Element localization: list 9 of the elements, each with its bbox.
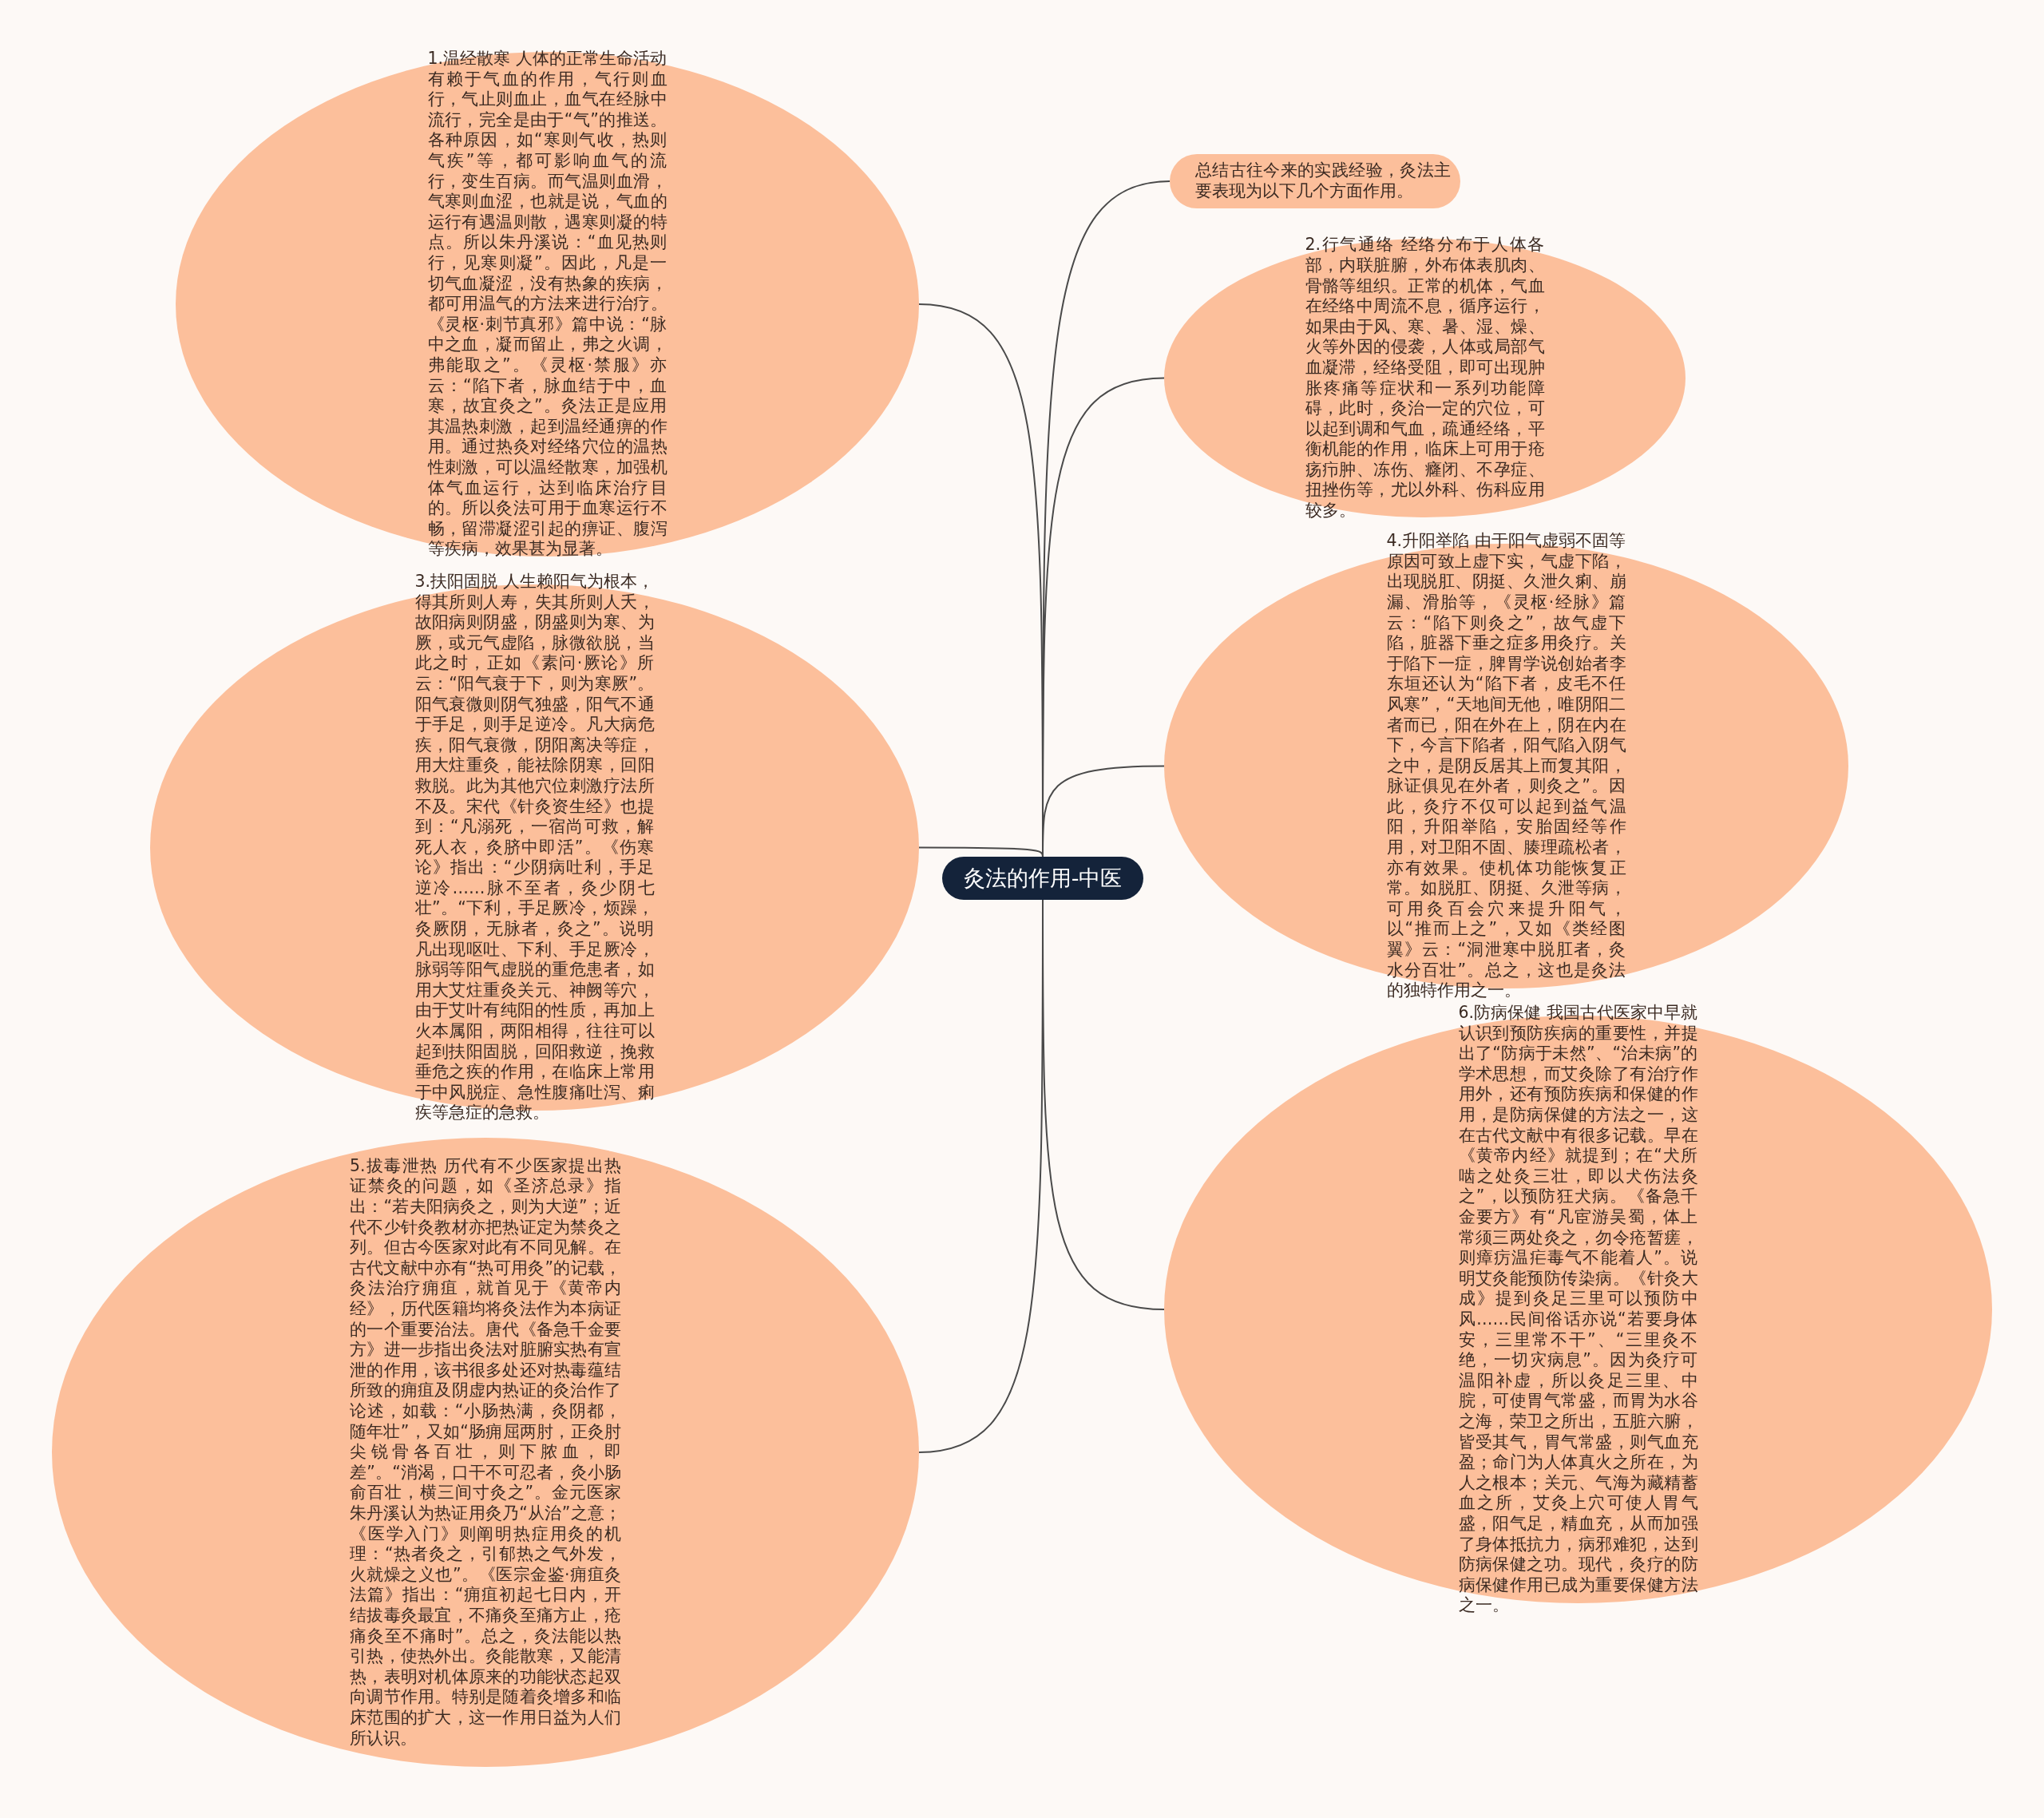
central-topic: 灸法的作用-中医 [942, 857, 1143, 900]
topic-text: 4.升阳举陷 由于阳气虚弱不固等原因可致上虚下实，气虚下陷，出现脱肛、阴挺、久泄久痢、崩漏、滑胎等，《灵枢·经脉》篇云：“陷下则灸之”，故气虚下陷，脏器下垂之症多用灸疗。关于陷下一症，脾胃学说创始者李东垣还认为“陷下者，皮毛不任风寒”，“天地间无他，唯阴阳二者而已，阳在外在上，阴在内在下，今言下陷者，阳气陷入阴气之中，是阴反居其上而复其阳，脉证俱见在外者，则灸之”。因此，灸疗不仅可以起到益气温阳，升阳举陷，安胎固经等作用，对卫阳不固、腠理疏松者，亦有效果。使机体功能恢复正常。如脱肛、阴挺、久泄等病，可用灸百会穴来提升阳气，以“推而上之”，又如《类经图翼》云：“洞泄寒中脱肛者，灸水分百壮”。总之，这也是灸法的独特作用之一。 [1386, 531, 1626, 1001]
topic-text: 3.扶阳固脱 人生赖阳气为根本，得其所则人寿，失其所则人夭，故阳病则阴盛，阴盛则为寒、为厥，或元气虚陷，脉微欲脱，当此之时，正如《素问·厥论》所云：“阳气衰于下，则为寒厥”。阳气衰微则阴气独盛，阳气不通于手足，则手足逆冷。凡大病危疾，阳气衰微，阴阳离决等症，用大炷重灸，能祛除阴寒，回阳救脱。此为其他穴位刺激疗法所不及。宋代《针灸资生经》也提到：“凡溺死，一宿尚可救，解死人衣，灸脐中即活”。《伤寒论》指出：“少阴病吐利，手足逆冷……脉不至者，灸少阴七壮”。“下利，手足厥冷，烦躁，灸厥阴，无脉者，灸之”。说明凡出现呕吐、下利、手足厥冷，脉弱等阳气虚脱的重危患者，如用大艾炷重灸关元、神阙等穴，由于艾叶有纯阳的性质，再加上火本属阳，两阳相得，往往可以起到扶阳固脱，回阳救逆，挽救垂危之疾的作用，在临床上常用于中风脱症、急性腹痛吐泻、痢疾等急症的急救。 [414, 572, 655, 1123]
topic-text: 1.温经散寒 人体的正常生命活动有赖于气血的作用，气行则血行，气止则血止，血气在经脉中流行，完全是由于“气”的推送。各种原因，如“寒则气收，热则气疾”等，都可影响血气的流行，变生百病。而气温则血滑，气寒则血涩，也就是说，气血的运行有遇温则散，遇寒则凝的特点。所以朱丹溪说：“血见热则行，见寒则凝”。因此，凡是一切气血凝涩，没有热象的疾病，都可用温气的方法来进行治疗。《灵枢·刺节真邪》篇中说：“脉中之血，凝而留止，弗之火调，弗能取之”。《灵枢·禁服》亦云：“陷下者，脉血结于中，血寒，故宜灸之”。灸法正是应用其温热刺激，起到温经通痹的作用。通过热灸对经络穴位的温热性刺激，可以温经散寒，加强机体气血运行，达到临床治疗目的。所以灸法可用于血寒运行不畅，留滞凝涩引起的痹证、腹泻等疾病，效果甚为显著。 [427, 49, 667, 560]
topic-text: 2.行气通络 经络分布于人体各部，内联脏腑，外布体表肌肉、骨骼等组织。正常的机体，气血在经络中周流不息，循序运行，如果由于风、寒、暑、湿、燥、火等外因的侵袭，人体或局部气血凝滞，经络受阻，即可出现肿胀疼痛等症状和一系列功能障碍，此时，灸治一定的穴位，可以起到调和气血，疏通经络，平衡机能的作用，临床上可用于疮疡疖肿、冻伤、癃闭、不孕症、扭挫伤等，尤以外科、伤科应用较多。 [1305, 235, 1545, 521]
topic-text: 5.拔毒泄热 历代有不少医家提出热证禁灸的问题，如《圣济总录》指出：“若夫阳病灸之，则为大逆”；近代不少针灸教材亦把热证定为禁灸之列。但古今医家对此有不同见解。在古代文献中亦有“热可用灸”的记载，灸法治疗痈疽，就首见于《黄帝内经》，历代医籍均将灸法作为本病证的一个重要治法。唐代《备急千金要方》进一步指出灸法对脏腑实热有宣泄的作用，该书很多处还对热毒蕴结所致的痈疽及阴虚内热证的灸治作了论述，如载：“小肠热满，灸阴都，随年壮”，又如“肠痈屈两肘，正灸肘尖锐骨各百壮，则下脓血，即差”。“消渴，口干不可忍者，灸小肠俞百壮，横三间寸灸之”。金元医家朱丹溪认为热证用灸乃“从治”之意；《医学入门》则阐明热症用灸的机理：“热者灸之，引郁热之气外发，火就燥之义也”。《医宗金鉴·痈疽灸法篇》指出：“痈疽初起七日内，开结拔毒灸最宜，不痛灸至痛方止，疮痛灸至不痛时”。总之，灸法能以热引热，使热外出。灸能散寒，又能清热，表明对机体原来的功能状态起双向调节作用。特别是随着灸增多和临床范围的扩大，这一作用日益为人们所认识。 [350, 1155, 621, 1749]
topic-text: 总结古往今来的实践经验，灸法主要表现为以下几个方面作用。 [1195, 160, 1451, 202]
connector-line [1042, 765, 1165, 858]
topic-text: 6.防病保健 我国古代医家中早就认识到预防疾病的重要性，并提出了“防病于未然”、“治未病”的学术思想，而艾灸除了有治疗作用外，还有预防疾病和保健的作用，是防病保健的方法之一，这在古代文献中有很多记载。早在《黄帝内经》就提到；在“犬所啮之处灸三壮，即以犬伤法灸之”，以预防狂犬病。《备急千金要方》有“凡宦游吴蜀，体上常须三两处灸之，勿令疮暂瘥，则瘴疠温疟毒气不能着人”。说明艾灸能预防传染病。《针灸大成》提到灸足三里可以预防中风……民间俗话亦说“若要身体安，三里常不干”、“三里灸不绝，一切灾病息”。因为灸疗可温阳补虚，所以灸足三里、中脘，可使胃气常盛，而胃为水谷之海，荣卫之所出，五脏六腑，皆受其气，胃气常盛，则气血充盈；命门为人体真火之所在，为人之根本；关元、气海为藏精蓄血之所，艾灸上穴可使人胃气盛，阳气足，精血充，从而加强了身体抵抗力，病邪难犯，达到防病保健之功。现代，灸疗的防病保健作用已成为重要保健方法之一。 [1458, 1003, 1698, 1616]
